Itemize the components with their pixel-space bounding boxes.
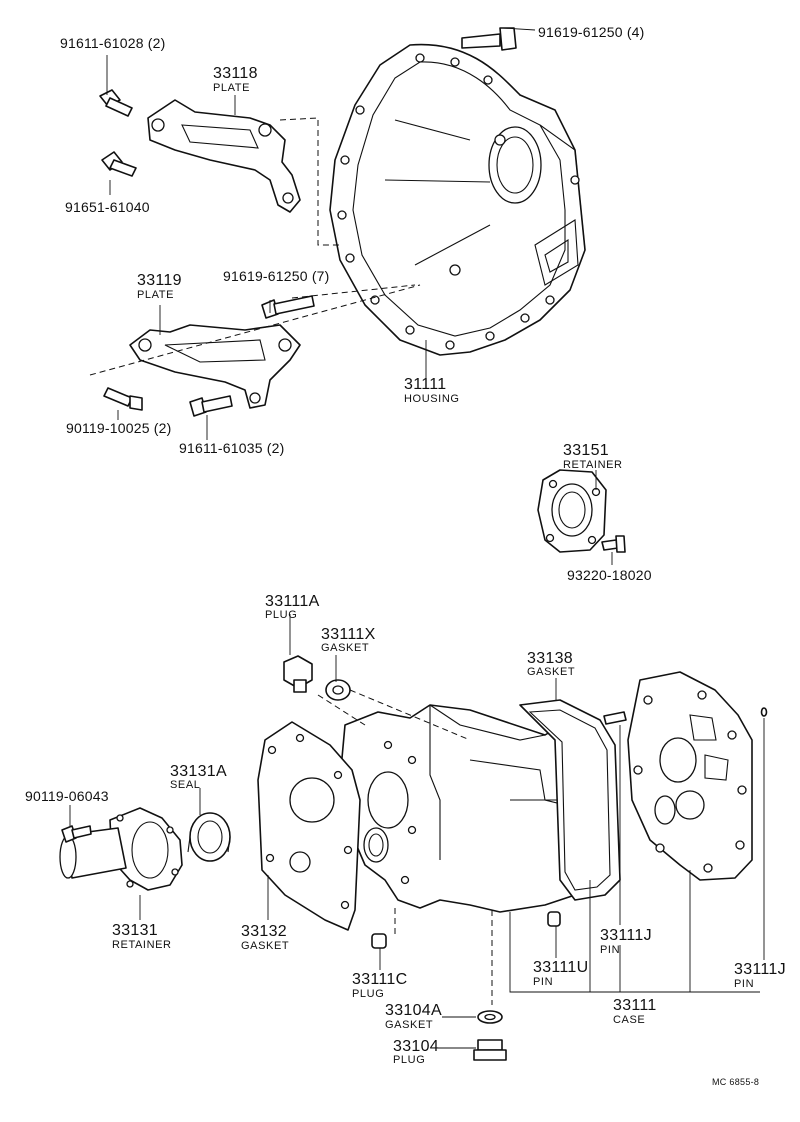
- label-33111x: 33111X: [321, 626, 376, 643]
- screw-93220-18020-drawing: [601, 535, 626, 553]
- label-33104a: 33104A: [385, 1002, 442, 1019]
- bolt-91619-61250-7-drawing: [261, 295, 315, 319]
- pin-33111u-drawing: [547, 911, 561, 927]
- label-33111j-center-pin: PIN: [600, 944, 621, 956]
- label-33131a-seal: SEAL: [170, 779, 201, 791]
- label-33111j-right-pin: PIN: [734, 978, 755, 990]
- bolt-90119-10025-drawing: [103, 387, 143, 411]
- label-33111a-plug: PLUG: [265, 609, 298, 621]
- bolt-91619-61250-4-drawing: [461, 27, 517, 51]
- housing-31111-drawing: [329, 43, 586, 356]
- bolt-91651-61040-drawing: [101, 151, 137, 177]
- retainer-33151-drawing: [537, 469, 607, 553]
- label-90119-06043: 90119-06043: [25, 788, 109, 804]
- label-33138-gasket: GASKET: [527, 666, 576, 678]
- label-33119-plate: PLATE: [137, 289, 175, 301]
- label-33111x-gasket: GASKET: [321, 642, 370, 654]
- gasket-33138-drawing: [519, 699, 621, 901]
- label-33151-retainer: RETAINER: [563, 459, 623, 471]
- label-91619-61250-7: 91619-61250 (7): [223, 268, 330, 284]
- label-33118: 33118: [213, 65, 258, 82]
- label-33138: 33138: [527, 650, 573, 667]
- label-33111j-right: 33111J: [734, 961, 786, 978]
- label-33131-retainer: RETAINER: [112, 939, 172, 951]
- label-33131a: 33131A: [170, 763, 227, 780]
- label-33151: 33151: [563, 442, 609, 459]
- gasket-33111x-drawing: [325, 679, 351, 701]
- label-33132: 33132: [241, 923, 287, 940]
- bolt-90119-06043-drawing: [61, 825, 92, 843]
- label-33104a-gasket: GASKET: [385, 1019, 434, 1031]
- label-33111u-pin: PIN: [533, 976, 554, 988]
- label-33111c-plug: PLUG: [352, 988, 385, 1000]
- label-33111c: 33111C: [352, 971, 408, 988]
- seal-33131a-drawing: [187, 812, 231, 862]
- label-93220-18020: 93220-18020: [567, 567, 652, 583]
- label-33111j-center: 33111J: [600, 927, 652, 944]
- label-33131: 33131: [112, 922, 158, 939]
- plug-33111c-drawing: [371, 933, 387, 949]
- label-33111-case: CASE: [613, 1014, 646, 1026]
- label-33118-plate: PLATE: [213, 82, 251, 94]
- label-31111-housing: HOUSING: [404, 393, 460, 405]
- label-33111a: 33111A: [265, 593, 320, 610]
- label-91619-61250-4: 91619-61250 (4): [538, 24, 645, 40]
- label-33119: 33119: [137, 272, 182, 289]
- plug-33104-drawing: [473, 1039, 507, 1061]
- bolt-91611-61028-drawing: [99, 89, 133, 117]
- gasket-33132-drawing: [257, 721, 361, 931]
- retainer-33131-drawing: [59, 807, 183, 891]
- label-33104: 33104: [393, 1038, 439, 1055]
- rear-plate-drawing: [627, 671, 753, 881]
- gasket-33104a-drawing: [477, 1010, 503, 1024]
- label-33132-gasket: GASKET: [241, 940, 290, 952]
- pin-33111j-drawing: [603, 707, 768, 725]
- label-33111u: 33111U: [533, 959, 589, 976]
- drawing-code: MC 6855-8: [712, 1077, 760, 1087]
- label-90119-10025: 90119-10025 (2): [66, 420, 172, 436]
- plug-33111a-drawing: [283, 655, 313, 693]
- label-91611-61035: 91611-61035 (2): [179, 440, 285, 456]
- plate-33118-drawing: [147, 99, 301, 213]
- label-33111: 33111: [613, 997, 657, 1014]
- label-31111: 31111: [404, 376, 447, 393]
- label-91651-61040: 91651-61040: [65, 199, 150, 215]
- plate-33119-drawing: [129, 324, 301, 409]
- label-91611-61028: 91611-61028 (2): [60, 35, 166, 51]
- bolt-91611-61035-drawing: [189, 395, 233, 417]
- label-33104-plug: PLUG: [393, 1054, 426, 1066]
